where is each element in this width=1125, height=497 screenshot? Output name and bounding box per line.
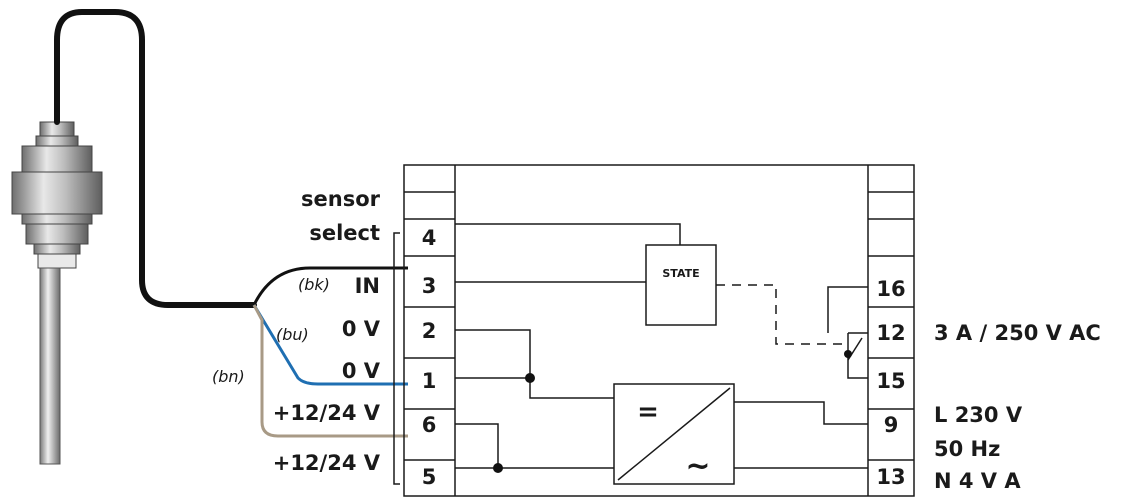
wire-brown-supply [252,304,408,438]
terminal-16: 16 [876,277,905,301]
label-neutral: N 4 V A [934,469,1021,493]
junction-dot-1-2 [525,373,535,383]
label-in: IN [355,274,380,298]
bracket-sensor-select [393,232,400,485]
label-line: L 230 V [934,403,1023,427]
sensor-probe [11,121,103,465]
terminal-4: 4 [422,226,437,250]
terminal-15: 15 [876,369,905,393]
wire-tag-bk: (bk) [298,275,330,294]
wire-black-in [252,266,408,306]
label-relay-rating: 3 A / 250 V AC [934,321,1101,345]
state-block [645,244,717,326]
wire-tag-bu: (bu) [276,325,309,344]
label-0v-b: 0 V [342,359,381,383]
converter-dc-symbol: = [637,397,659,427]
terminal-12: 12 [876,321,905,345]
state-label: STATE [662,267,699,280]
terminal-9: 9 [884,413,899,437]
wire-blue-0v [252,304,408,386]
sensor-cable [54,9,257,308]
label-freq: 50 Hz [934,437,1000,461]
terminal-2: 2 [422,319,437,343]
label-supply-b: +12/24 V [273,451,381,475]
terminal-3: 3 [422,274,437,298]
terminal-5: 5 [422,465,437,489]
label-supply-a: +12/24 V [273,401,381,425]
junction-dot-5-6 [493,463,503,473]
module-box [403,164,915,497]
terminal-13: 13 [876,465,905,489]
right-terminal-column [867,165,914,496]
converter-block [613,383,735,485]
label-0v-a: 0 V [342,317,381,341]
label-sensor: sensor [301,187,381,211]
terminal-6: 6 [422,413,437,437]
wire-tag-bn: (bn) [212,367,245,386]
converter-ac-symbol: ~ [685,449,710,484]
junction-dot-relay [844,350,852,358]
terminal-1: 1 [422,369,437,393]
label-select: select [309,221,380,245]
